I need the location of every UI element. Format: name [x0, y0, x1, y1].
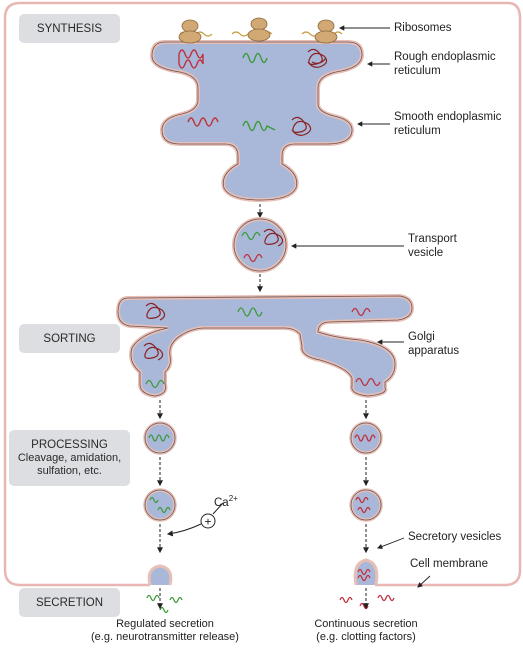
cell-outline [3, 1, 522, 587]
stage-processing-detail: Cleavage, amidation, [17, 451, 122, 464]
stage-sorting: SORTING [19, 324, 120, 353]
plus-icon [200, 513, 216, 529]
fusing-vesicle [147, 558, 379, 586]
endoplasmic-reticulum [149, 40, 365, 203]
stage-secretion-label: SECRETION [35, 596, 104, 609]
secreted-proteins [146, 594, 395, 614]
stage-processing-label: PROCESSING [31, 438, 108, 451]
tangled-protein-icon [307, 48, 328, 68]
red-protein-icon [187, 117, 219, 127]
red-protein-icon [178, 49, 204, 69]
green-protein-icon [242, 120, 276, 132]
leader-lines [290, 25, 431, 588]
stage-synthesis: SYNTHESIS [19, 14, 120, 43]
secretory-vesicles-label: Secretory vesicles [408, 531, 502, 543]
ribosome-icon [178, 17, 338, 44]
tangled-protein-icon [291, 116, 312, 136]
green-protein-icon [242, 52, 268, 64]
regulated-secretion-caption: Regulated secretion(e.g. neurotransmitte… [91, 618, 239, 643]
secretory-vesicle [349, 488, 383, 522]
stage-synthesis-label: SYNTHESIS [36, 22, 103, 35]
stage-secretion: SECRETION [19, 588, 120, 617]
ribosomes-label: Ribosomes [394, 22, 452, 34]
stage-processing: PROCESSING Cleavage, amidation, sulfatio… [9, 430, 130, 486]
secretory-vesicle [143, 421, 177, 455]
stage-sorting-label: SORTING [43, 332, 96, 345]
continuous-secretion-caption: Continuous secretion(e.g. clotting facto… [314, 618, 418, 643]
stage-processing-detail: sulfation, etc. [37, 464, 102, 477]
cell-membrane-label: Cell membrane [410, 558, 488, 570]
secretory-vesicle [349, 421, 383, 455]
plus-sign: + [204, 515, 211, 529]
secretory-vesicle [143, 488, 177, 522]
calcium-label: Ca2+ [214, 494, 238, 509]
